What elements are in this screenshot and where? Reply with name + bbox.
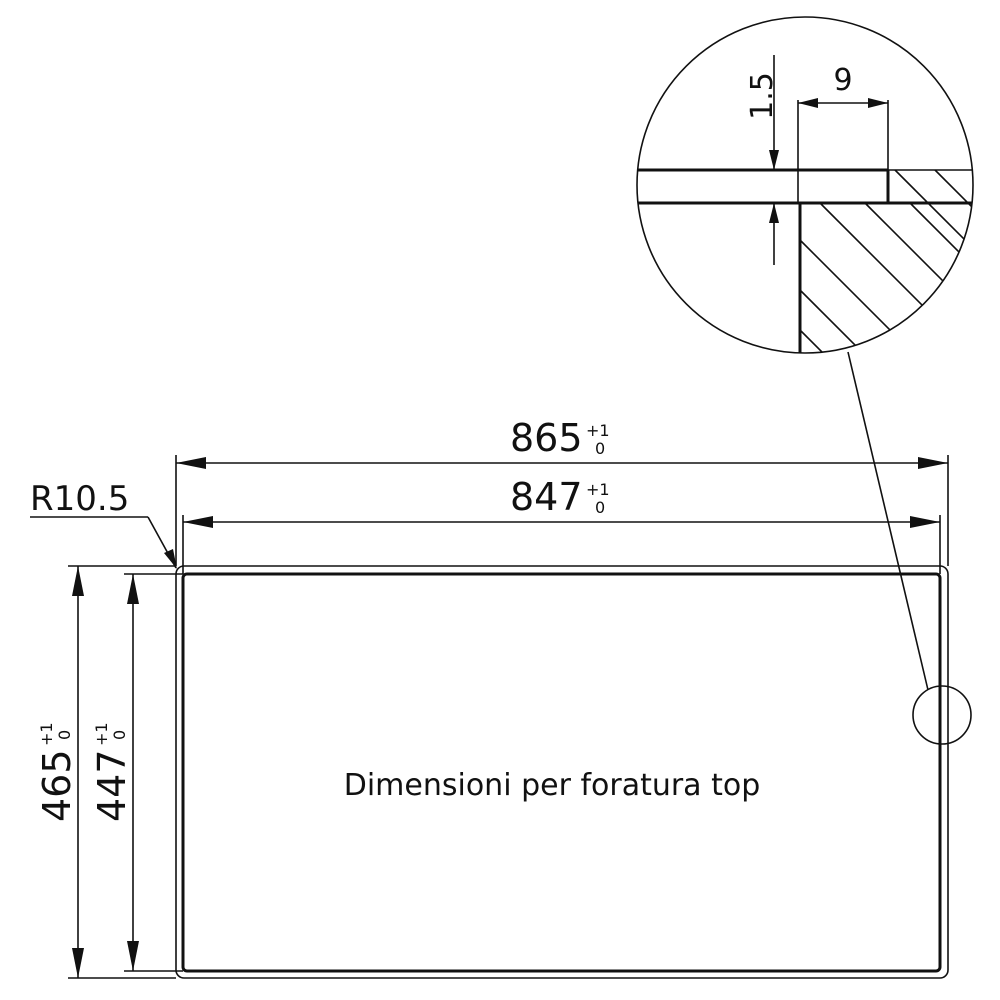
dimension-inner-height: 447 +1 0 <box>90 573 183 972</box>
drawing-caption: Dimensioni per foratura top <box>344 768 761 803</box>
corner-radius-callout: R10.5 <box>30 479 177 569</box>
outer-height-tol-upper: +1 <box>37 722 56 746</box>
detail-reference-circle <box>912 685 972 745</box>
corner-radius-label: R10.5 <box>30 479 129 519</box>
detail-thickness-label: 1.5 <box>745 72 780 120</box>
inner-width-tol-lower: 0 <box>595 498 605 517</box>
detail-overlap-label: 9 <box>833 63 852 98</box>
detail-view: 1.5 9 <box>636 16 974 691</box>
inner-height-tol-lower: 0 <box>110 730 129 740</box>
inner-width-tol-upper: +1 <box>586 480 610 499</box>
outer-width-tol-lower: 0 <box>595 439 605 458</box>
outer-width-tol-upper: +1 <box>586 421 610 440</box>
detail-circle <box>636 16 974 354</box>
section-hatch <box>799 169 973 353</box>
cutout-outline <box>175 565 949 979</box>
outer-cutout <box>175 565 949 979</box>
dimension-outer-height: 465 +1 0 <box>35 565 176 979</box>
outer-height-value: 465 <box>35 749 79 822</box>
detail-leader <box>847 351 929 691</box>
dimension-inner-width: 847 +1 0 <box>182 475 941 574</box>
inner-height-tol-upper: +1 <box>92 722 111 746</box>
inner-cutout <box>181 572 942 973</box>
outer-height-tol-lower: 0 <box>55 730 74 740</box>
inner-height-value: 447 <box>90 749 134 822</box>
inner-width-value: 847 <box>510 475 583 519</box>
outer-width-value: 865 <box>510 416 583 460</box>
dimension-outer-width: 865 +1 0 <box>175 416 949 566</box>
